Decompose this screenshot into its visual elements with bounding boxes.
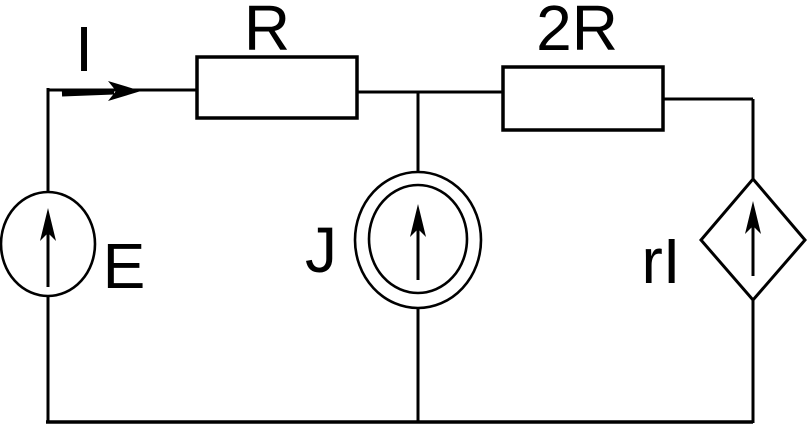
current-arrow-shaft (61, 89, 115, 97)
label-source-E: E (103, 230, 146, 302)
resistor-2R-body (501, 65, 665, 132)
source-rI-diamond (699, 176, 807, 303)
label-source-rI: rI (641, 225, 680, 297)
label-current-I: I (75, 13, 93, 85)
voltage-source-E (0, 190, 97, 298)
label-resistor-R: R (244, 0, 290, 64)
label-resistor-2R: 2R (536, 0, 618, 64)
source-J-inner-circle (367, 183, 469, 295)
source-J-arrow-head (410, 204, 426, 237)
source-E-circle (0, 190, 97, 298)
current-arrow-head (108, 81, 141, 101)
resistor-R-body (195, 55, 359, 120)
source-J-outer-circle (353, 170, 483, 310)
dependent-source-rI (699, 176, 807, 303)
branch-current-arrow (61, 81, 141, 101)
wires (46, 88, 755, 424)
source-E-arrow-head (40, 208, 56, 241)
source-rI-arrow-head (745, 201, 761, 234)
current-source-J (353, 170, 483, 310)
label-source-J: J (305, 214, 337, 286)
